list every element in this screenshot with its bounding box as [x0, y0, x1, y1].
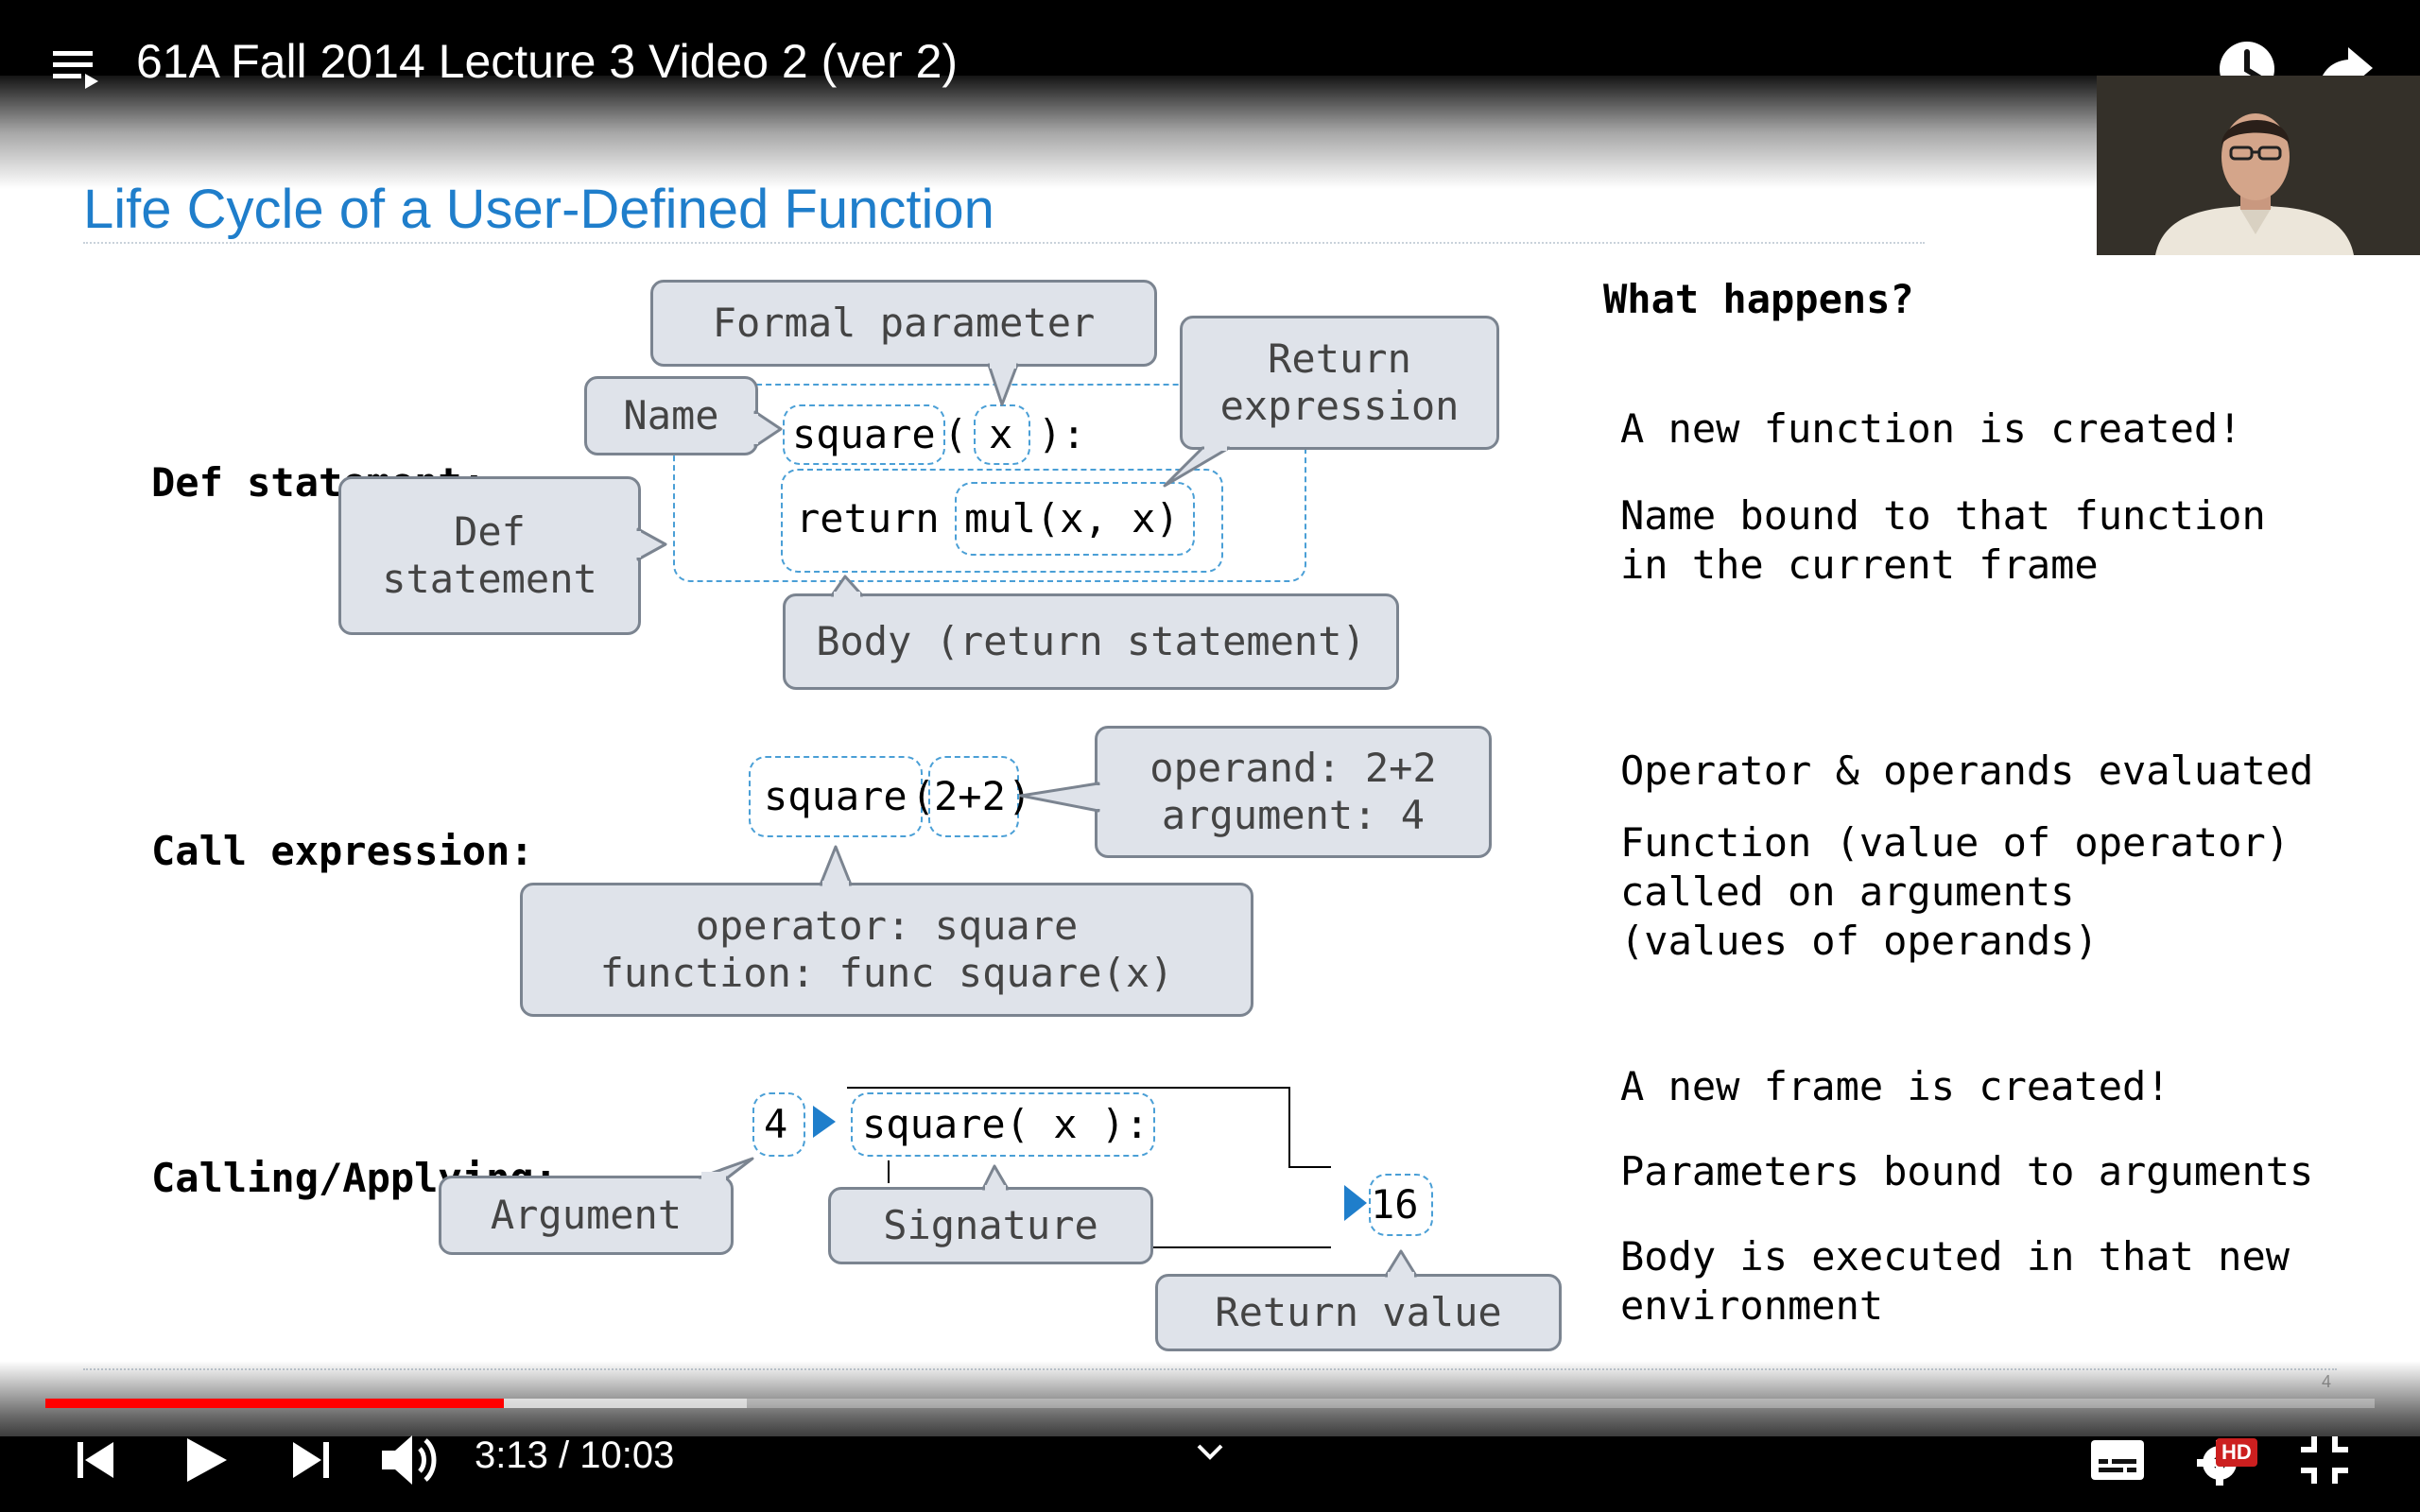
call-expression-label: Call expression:: [151, 828, 534, 874]
argument-arrow-icon: [813, 1106, 836, 1138]
def-statement-callout: Def statement: [338, 476, 641, 635]
call-close-paren: ): [1008, 773, 1032, 819]
call-operand: 2+2: [934, 773, 1006, 819]
time-separator: /: [558, 1435, 570, 1476]
exit-fullscreen-icon[interactable]: [2297, 1433, 2352, 1487]
call-open-paren: (: [911, 773, 936, 819]
video-frame[interactable]: Life Cycle of a User-Defined Function De…: [0, 76, 2420, 1436]
return-arrow-icon: [1344, 1185, 1367, 1221]
subtitles-icon[interactable]: [2089, 1438, 2146, 1482]
def-effect-1: A new function is created!: [1620, 405, 2242, 452]
argument-callout: Argument: [439, 1176, 734, 1255]
def-signature-open-paren: (: [943, 411, 968, 457]
signature-box: [851, 1092, 1155, 1157]
top-bar: 61A Fall 2014 Lecture 3 Video 2 (ver 2): [0, 0, 2420, 189]
call-effect-1: Operator & operands evaluated: [1620, 747, 2314, 794]
body-callout: Body (return statement): [783, 593, 1399, 690]
time-total: 10:03: [579, 1435, 675, 1476]
operator-callout: operator: square function: func square(x…: [520, 883, 1253, 1017]
return-value: 16: [1371, 1181, 1419, 1228]
progress-played: [45, 1399, 505, 1408]
def-signature-close: ):: [1038, 411, 1086, 457]
video-title[interactable]: 61A Fall 2014 Lecture 3 Video 2 (ver 2): [136, 35, 959, 88]
time-display: 3:13 / 10:03: [475, 1435, 674, 1477]
operator-box: [749, 756, 923, 837]
return-keyword: return: [796, 495, 940, 541]
webcam-inset: [2097, 76, 2420, 255]
name-callout: Name: [584, 376, 758, 455]
player-controls: [0, 1361, 2420, 1512]
body-connector-line: [847, 1087, 1331, 1168]
argument-value-box: [752, 1092, 805, 1157]
return-expression: mul(x, x): [964, 495, 1180, 541]
def-signature-param: x: [989, 411, 1013, 457]
return-expression-box: [955, 482, 1195, 556]
previous-icon[interactable]: [72, 1436, 119, 1484]
apply-effect-2: Parameters bound to arguments: [1620, 1148, 2314, 1194]
name-box: [783, 404, 945, 465]
body-box: [781, 469, 1223, 573]
play-icon[interactable]: [182, 1435, 231, 1486]
diagram-connectors: [813, 1087, 1367, 1248]
progress-bar[interactable]: [45, 1399, 2375, 1408]
argument-value: 4: [764, 1101, 788, 1147]
operand-box: [928, 756, 1019, 837]
return-value-box: [1369, 1174, 1433, 1236]
share-icon[interactable]: [2312, 36, 2378, 102]
call-effect-2: Function (value of operator) called on a…: [1620, 819, 2290, 964]
what-happens-heading: What happens?: [1603, 276, 1914, 322]
call-operator: square: [764, 773, 908, 819]
time-current: 3:13: [475, 1435, 548, 1476]
def-signature-name: square: [792, 411, 936, 457]
hd-badge: HD: [2216, 1438, 2257, 1467]
return-value-callout: Return value: [1155, 1274, 1562, 1351]
apply-effect-3: Body is executed in that new environment: [1620, 1233, 2290, 1329]
presenter-image: [2097, 76, 2420, 255]
operand-callout: operand: 2+2 argument: 4: [1095, 726, 1492, 858]
apply-effect-1: A new frame is created!: [1620, 1063, 2170, 1109]
volume-icon[interactable]: [378, 1431, 444, 1489]
next-icon[interactable]: [287, 1436, 335, 1484]
def-effect-2: Name bound to that function in the curre…: [1620, 492, 2266, 588]
return-expression-callout: Return expression: [1180, 316, 1499, 450]
signature-callout: Signature: [828, 1187, 1153, 1264]
title-divider: [83, 242, 1925, 244]
chevron-down-icon[interactable]: [1193, 1440, 1227, 1463]
playlist-icon[interactable]: [53, 47, 102, 96]
formal-parameter-callout: Formal parameter: [650, 280, 1157, 367]
signature-text: square( x ):: [862, 1101, 1150, 1147]
